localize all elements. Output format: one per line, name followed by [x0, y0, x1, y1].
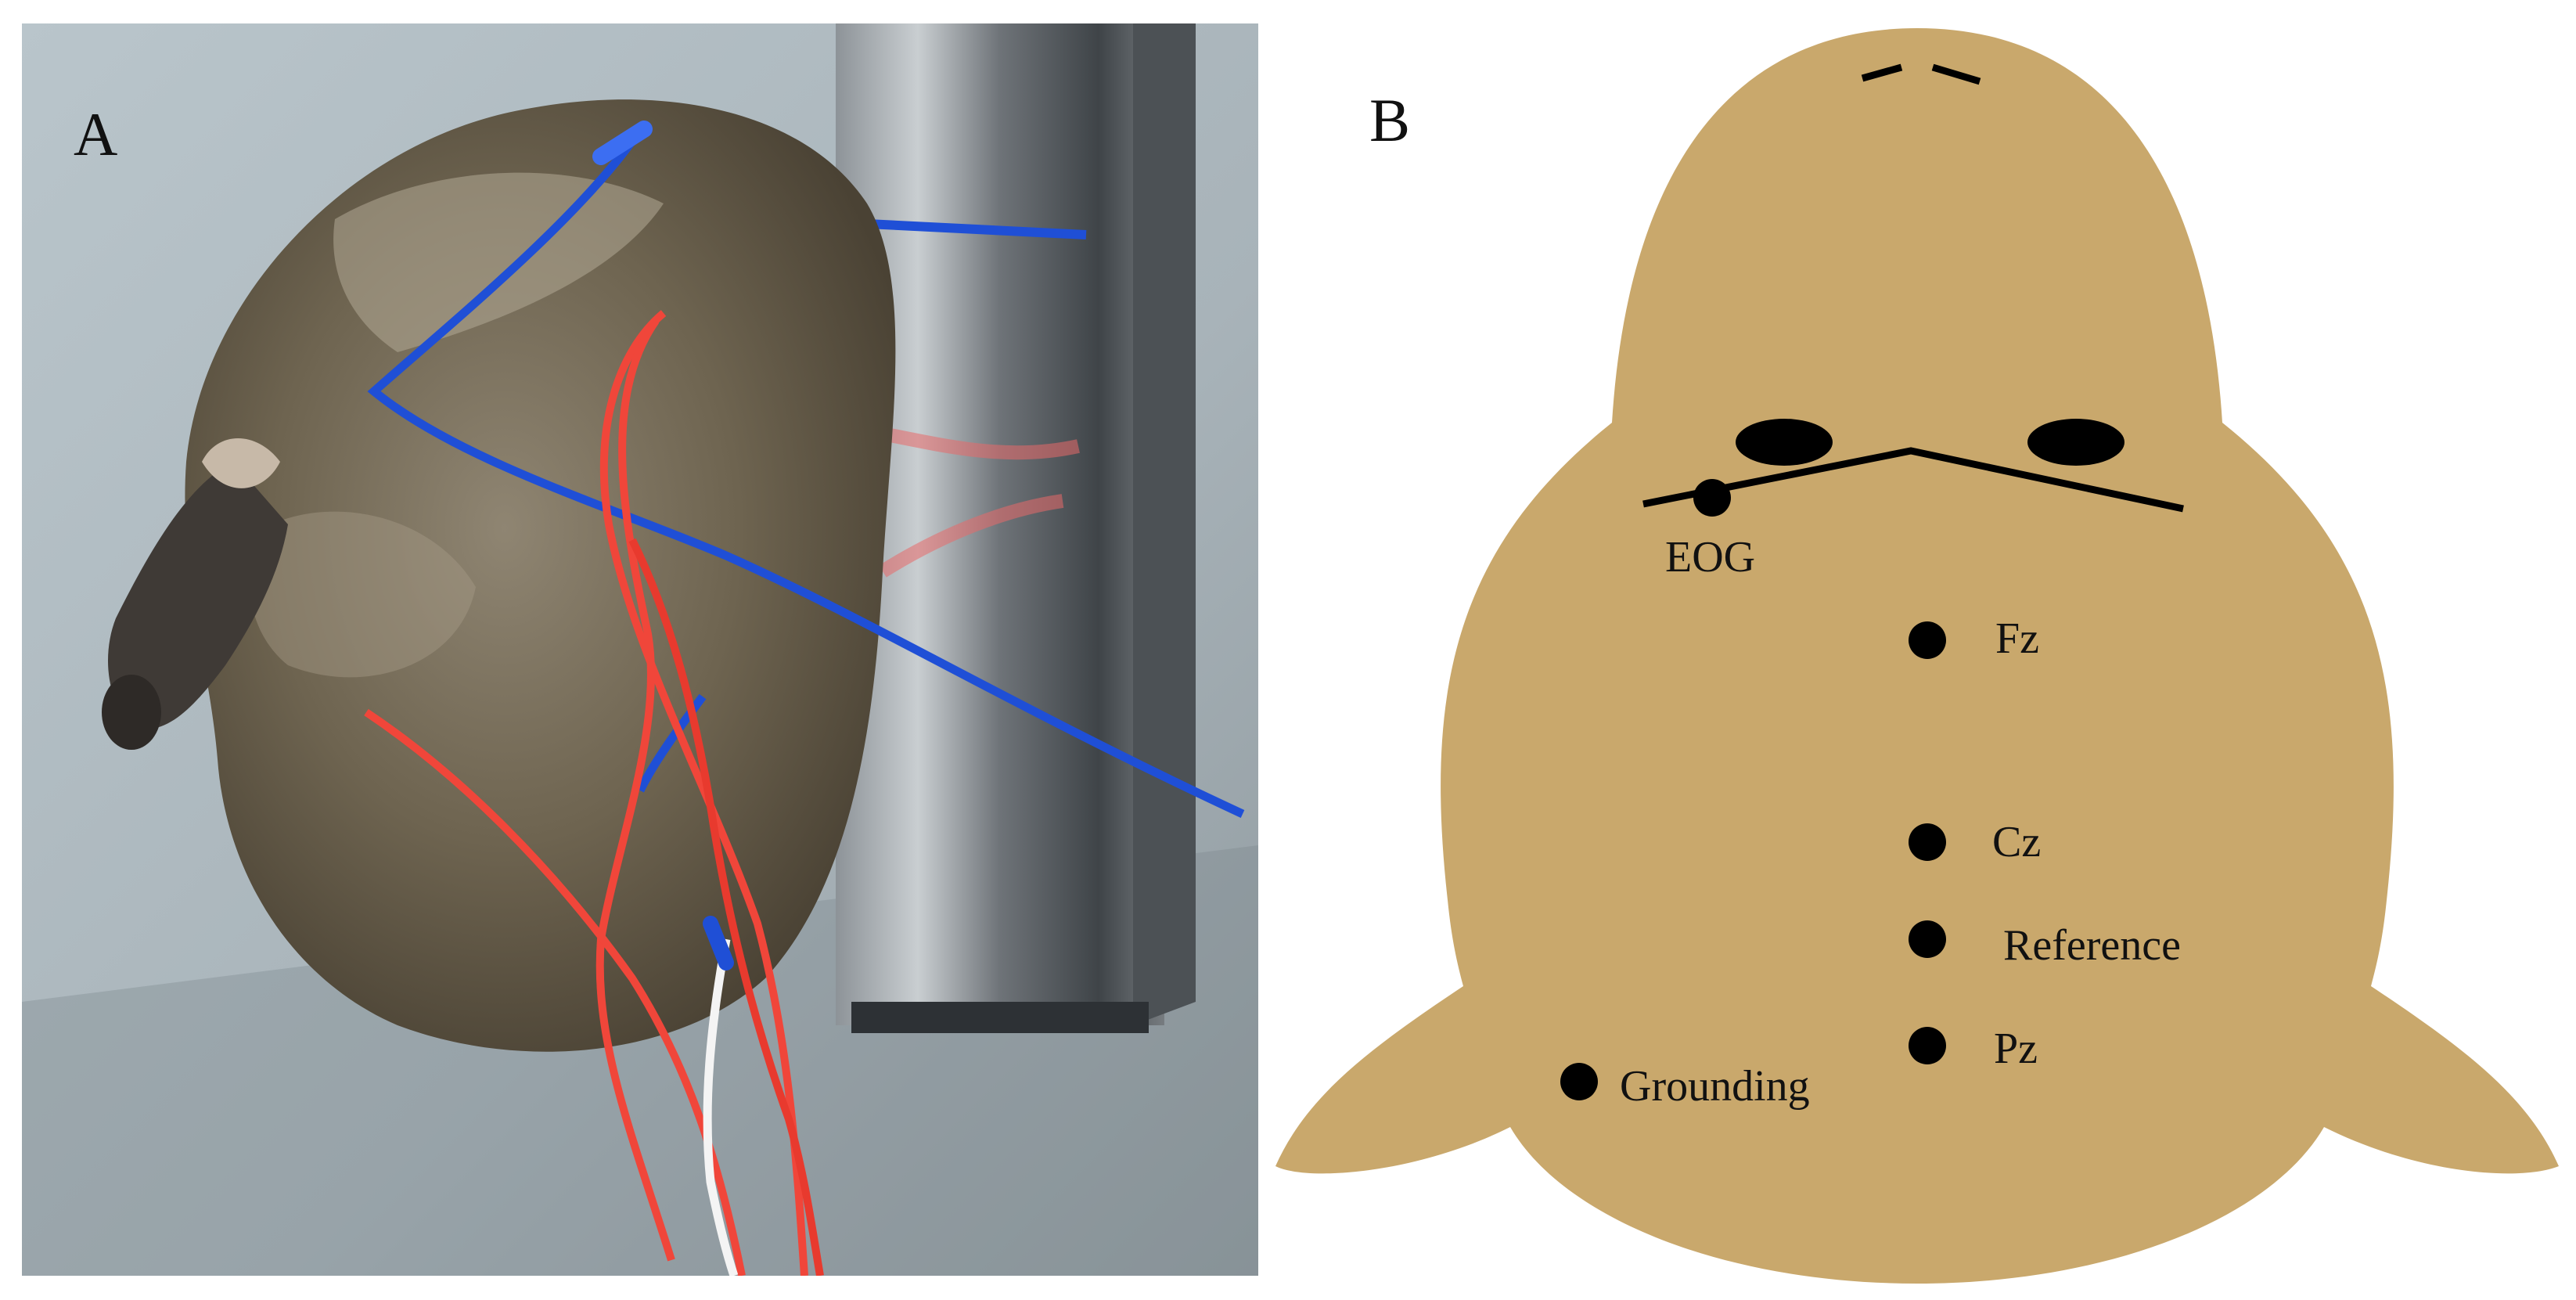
- electrode-grounding: [1560, 1063, 1598, 1100]
- blue-wire-main: [367, 138, 1245, 818]
- label-eog: EOG: [1665, 533, 1755, 582]
- red-wire-2: [595, 319, 675, 1262]
- electrode-fz: [1909, 621, 1946, 659]
- electrode-pz: [1909, 1027, 1946, 1064]
- red-wire-4: [628, 538, 824, 1276]
- blue-wire-connector: [592, 121, 653, 165]
- label-pz: Pz: [1994, 1025, 2038, 1073]
- fur-cheek: [249, 511, 476, 678]
- metal-post-side: [1133, 23, 1196, 1025]
- blue-wire-clip: [703, 916, 734, 970]
- metal-post-blue-mark: [851, 218, 1087, 239]
- photo-panel: A: [22, 23, 1258, 1276]
- diagram-panel: EOG Fz Cz Reference Pz Grounding B: [1275, 28, 2559, 1284]
- electrode-reference: [1909, 920, 1946, 958]
- animal-ear: [202, 438, 280, 488]
- animal-snout: [108, 462, 288, 729]
- brow-line: [1642, 447, 2184, 513]
- metal-post-base: [851, 1002, 1149, 1033]
- label-grounding: Grounding: [1620, 1062, 1810, 1111]
- white-wire: [703, 938, 739, 1276]
- electrode-eog: [1693, 479, 1731, 517]
- eye-left: [1736, 419, 1833, 466]
- nostril-right: [1931, 63, 1981, 85]
- fur-highlight: [333, 172, 664, 352]
- red-wire-3: [364, 708, 746, 1276]
- animal-nose: [102, 675, 161, 750]
- panel-label-a: A: [74, 100, 117, 168]
- metal-post: [836, 23, 1164, 1025]
- metal-post-red-reflection: [865, 423, 1080, 578]
- panel-label-b: B: [1369, 86, 1410, 154]
- label-reference: Reference: [2003, 921, 2181, 970]
- label-cz: Cz: [1992, 818, 2041, 866]
- red-wire-1: [599, 310, 808, 1276]
- electrode-cz: [1909, 823, 1946, 861]
- eye-right: [2027, 419, 2124, 466]
- nostril-left: [1861, 63, 1903, 82]
- label-fz: Fz: [1995, 614, 2039, 663]
